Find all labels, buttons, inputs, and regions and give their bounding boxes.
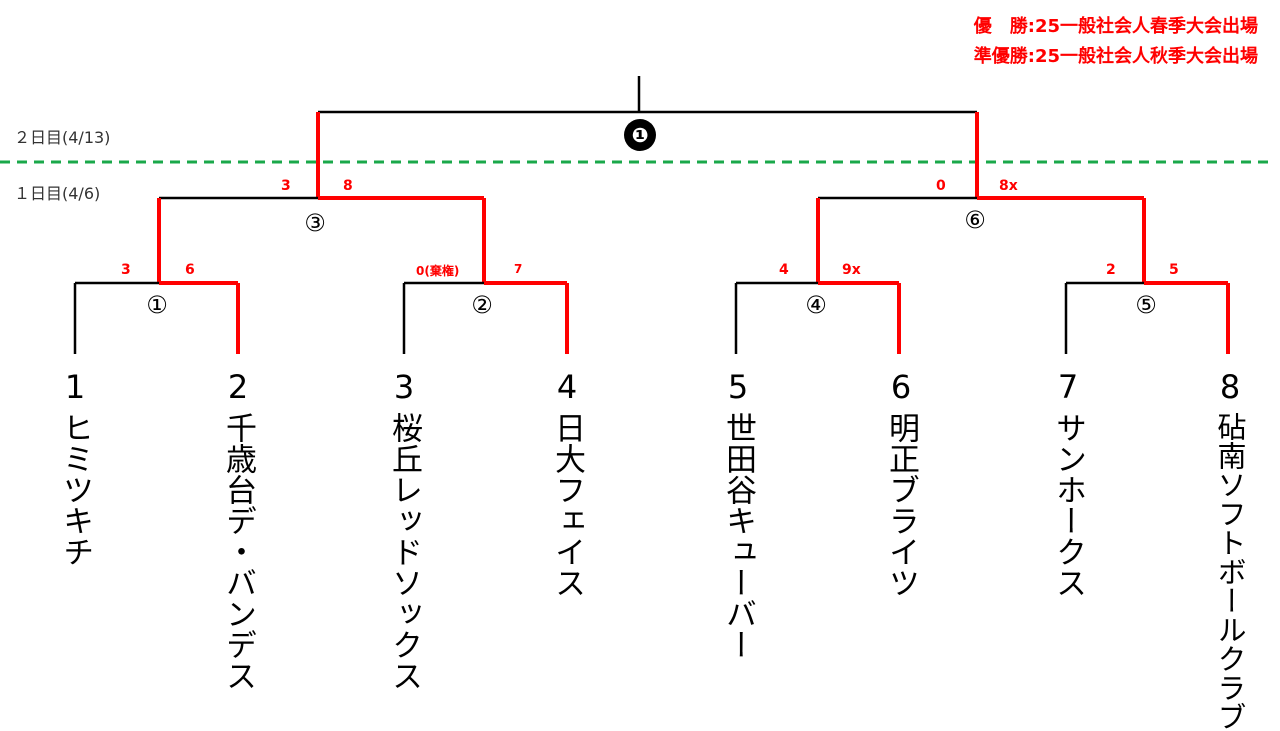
day1-label: １日目(4/6) xyxy=(14,184,101,203)
team-6: 6 明正ブライツ xyxy=(881,368,921,598)
team-name: ヒミツキチ xyxy=(57,412,93,567)
team-name: 砧南ソフトボールクラブ xyxy=(1213,412,1247,731)
final-match-number: ❶ xyxy=(624,119,656,151)
team-seed: 2 xyxy=(227,368,249,406)
match2-left-score: 0(棄権) xyxy=(416,264,460,278)
match3-right-score: 8 xyxy=(343,178,353,194)
team-seed: 6 xyxy=(890,368,912,406)
team-name: 千歳台デ・バンデス xyxy=(220,412,256,691)
match3-left-score: 3 xyxy=(281,178,291,194)
match6-left-score: 0 xyxy=(936,178,946,194)
team-3: 3 桜丘レッドソックス xyxy=(384,368,424,691)
winner-note: 優 勝:25一般社会人春季大会出場 xyxy=(973,16,1258,37)
match6-number: ⑥ xyxy=(964,206,986,234)
match5-left-score: 2 xyxy=(1106,262,1116,278)
match4-right-score: 9x xyxy=(842,262,861,278)
match2-right-score: 7 xyxy=(514,262,523,276)
team-8: 8 砧南ソフトボールクラブ xyxy=(1210,368,1250,731)
match4-left-score: 4 xyxy=(779,262,789,278)
team-name: 桜丘レッドソックス xyxy=(386,412,422,691)
team-seed: 8 xyxy=(1219,368,1241,406)
match1-number: ① xyxy=(146,291,168,319)
match2-number: ② xyxy=(471,291,493,319)
team-seed: 5 xyxy=(727,368,749,406)
day2-label: ２日目(4/13) xyxy=(14,128,111,147)
team-5: 5 世田谷キューバー xyxy=(718,368,758,660)
team-7: 7 サンホークス xyxy=(1048,368,1088,598)
team-1: 1 ヒミツキチ xyxy=(55,368,95,567)
match5-number: ⑤ xyxy=(1135,291,1157,319)
team-name: 世田谷キューバー xyxy=(720,412,756,660)
runner-up-note: 準優勝:25一般社会人秋季大会出場 xyxy=(973,46,1258,67)
match5-right-score: 5 xyxy=(1169,262,1179,278)
team-4: 4 日大フェイス xyxy=(547,368,587,598)
match1-left-score: 3 xyxy=(121,262,131,278)
team-name: 日大フェイス xyxy=(549,412,585,598)
team-name: 明正ブライツ xyxy=(883,412,919,598)
team-seed: 7 xyxy=(1057,368,1079,406)
match4-number: ④ xyxy=(805,291,827,319)
team-seed: 4 xyxy=(556,368,578,406)
match6-right-score: 8x xyxy=(999,178,1018,194)
team-seed: 1 xyxy=(64,368,86,406)
match1-right-score: 6 xyxy=(185,262,195,278)
team-name: サンホークス xyxy=(1050,412,1086,598)
team-2: 2 千歳台デ・バンデス xyxy=(218,368,258,691)
team-seed: 3 xyxy=(393,368,415,406)
match3-number: ③ xyxy=(304,209,326,237)
